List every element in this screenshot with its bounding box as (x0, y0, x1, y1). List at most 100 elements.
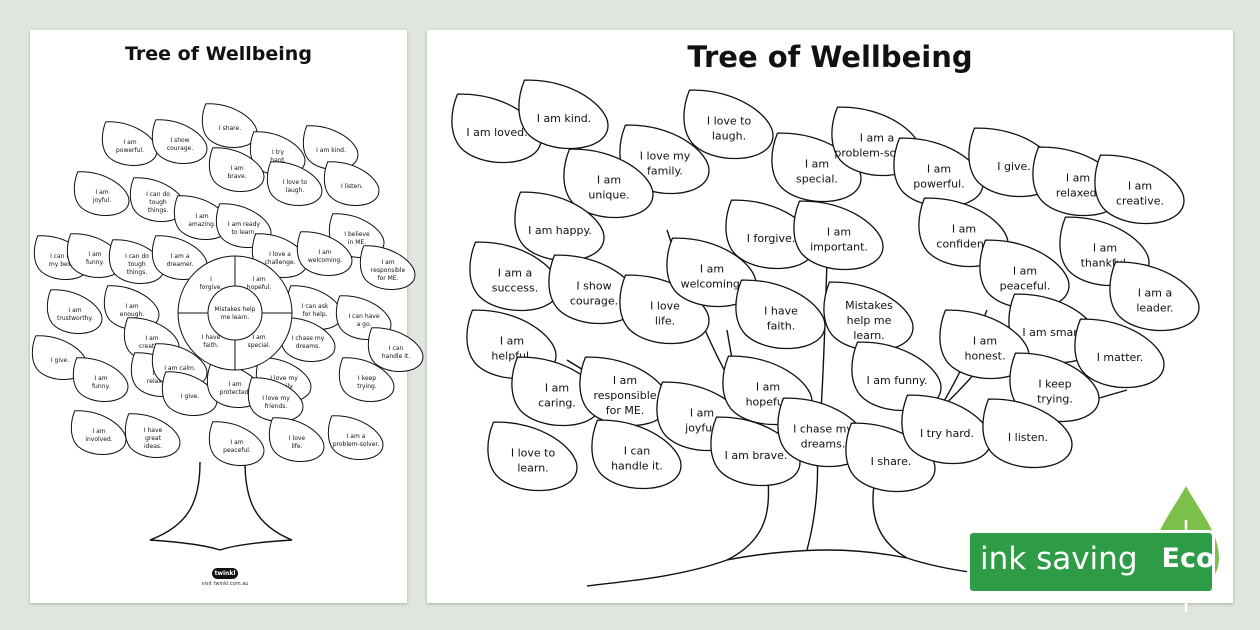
right-page-title: Tree of Wellbeing (687, 40, 973, 74)
leaf-shape (1009, 352, 1100, 423)
leaf-text: I matter. (1097, 351, 1144, 364)
tree-leaf: I am happy. (514, 191, 605, 262)
flower-petal: I listen. (323, 161, 380, 206)
tree-leaf: I try hard. (901, 394, 992, 465)
leaf-text: I am funny. (867, 374, 928, 387)
leaf-text: I listen. (1008, 431, 1048, 444)
leaf-shape (70, 410, 127, 455)
leaf-shape (487, 421, 578, 492)
leaf-text: I try hard. (920, 427, 974, 440)
tree-leaf: I matter. (1074, 318, 1165, 389)
leaf-shape (469, 241, 560, 312)
leaf-shape (268, 417, 325, 462)
leaf-shape (72, 357, 129, 402)
leaf-text: I listen. (341, 183, 363, 190)
leaf-shape (359, 245, 416, 290)
leaf-shape (1074, 318, 1165, 389)
leaf-shape (777, 397, 868, 468)
leaf-shape (124, 413, 181, 458)
leaf-shape (563, 148, 654, 219)
leaf-text: I give. (181, 393, 199, 400)
leaf-text: I give. (51, 357, 69, 364)
leaf-text: I am kind. (316, 147, 346, 154)
leaf-shape (73, 171, 130, 216)
leaf-text: I am happy. (528, 224, 592, 237)
leaf-shape (173, 195, 230, 240)
leaf-shape (710, 416, 801, 487)
leaf-shape (129, 177, 186, 222)
leaf-text: I share. (219, 125, 241, 132)
leaf-shape (735, 279, 826, 350)
leaf-shape (982, 398, 1073, 469)
leaf-shape (108, 239, 165, 284)
leaf-shape (161, 371, 218, 416)
leaf-text: I forgive. (747, 232, 796, 245)
leaf-shape (101, 121, 158, 166)
twinkl-logo: twinkl (212, 568, 238, 579)
leaf-shape (296, 231, 353, 276)
tree-leaf: I listen. (982, 398, 1073, 469)
left-page-title: Tree of Wellbeing (125, 43, 312, 65)
leaf-shape (1109, 261, 1200, 332)
leaf-shape (208, 421, 265, 466)
leaf-shape (793, 200, 884, 271)
leaf-shape (518, 79, 609, 150)
leaf-shape (208, 147, 265, 192)
leaf-shape (579, 356, 670, 427)
leaf-shape (511, 356, 602, 427)
flower-petal: I give. (161, 371, 218, 416)
leaf-shape (548, 254, 639, 325)
leaf-text: I give. (997, 160, 1031, 173)
